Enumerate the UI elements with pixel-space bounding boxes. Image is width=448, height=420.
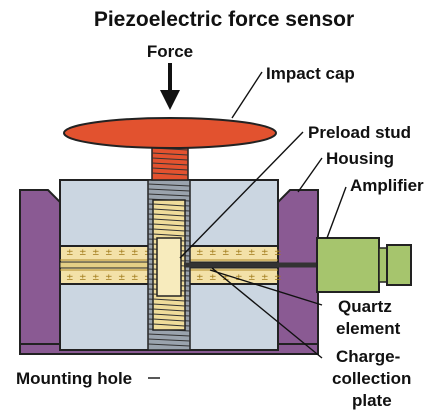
quartz-polarity-mark: ± (222, 248, 230, 258)
housing-label: Housing (326, 149, 394, 168)
impact-cap (63, 117, 277, 149)
amplifier (316, 237, 412, 293)
quartz-polarity-mark: ± (261, 248, 269, 258)
quartz-polarity-mark: ± (274, 248, 282, 258)
charge-label-line1: Charge- (336, 347, 400, 366)
quartz-polarity-mark: ± (66, 248, 74, 258)
cap-neck (151, 144, 189, 181)
leader-lines (148, 71, 347, 379)
quartz-polarity-mark: ± (261, 273, 269, 283)
mounting-hole-label: Mounting hole (16, 369, 132, 388)
quartz-polarity-mark: ± (131, 248, 139, 258)
quartz-polarity-mark: ± (118, 273, 126, 283)
quartz-polarity-mark: ± (105, 273, 113, 283)
preload-stud-label: Preload stud (308, 123, 411, 142)
quartz-polarity-mark: ± (92, 273, 100, 283)
charge-label-line2: collection (332, 369, 411, 388)
quartz-polarity-mark: ± (118, 248, 126, 258)
quartz-polarity-mark: ± (248, 248, 256, 258)
quartz-polarity-mark: ± (131, 273, 139, 283)
quartz-polarity-mark: ± (79, 248, 87, 258)
diagram-title: Piezoelectric force sensor (94, 8, 354, 31)
quartz-symbols: ±±±±±±±±±±±±±±±±±±±±±±±±±±±± (66, 248, 282, 283)
quartz-polarity-mark: ± (235, 273, 243, 283)
quartz-polarity-mark: ± (222, 273, 230, 283)
quartz-polarity-mark: ± (196, 273, 204, 283)
quartz-polarity-mark: ± (209, 248, 217, 258)
quartz-polarity-mark: ± (66, 273, 74, 283)
impact-cap-label: Impact cap (266, 64, 355, 83)
quartz-polarity-mark: ± (92, 248, 100, 258)
quartz-polarity-mark: ± (235, 248, 243, 258)
quartz-polarity-mark: ± (209, 273, 217, 283)
force-arrow-icon (160, 63, 180, 110)
charge-label-line3: plate (352, 391, 392, 410)
quartz-polarity-mark: ± (105, 248, 113, 258)
quartz-label-line1: Quartz (338, 297, 392, 316)
preload-stud (152, 199, 186, 331)
quartz-polarity-mark: ± (196, 248, 204, 258)
quartz-polarity-mark: ± (79, 273, 87, 283)
quartz-polarity-mark: ± (248, 273, 256, 283)
quartz-polarity-mark: ± (274, 273, 282, 283)
force-label: Force (147, 42, 193, 61)
amplifier-label: Amplifier (350, 176, 424, 195)
quartz-label-line2: element (336, 319, 401, 338)
